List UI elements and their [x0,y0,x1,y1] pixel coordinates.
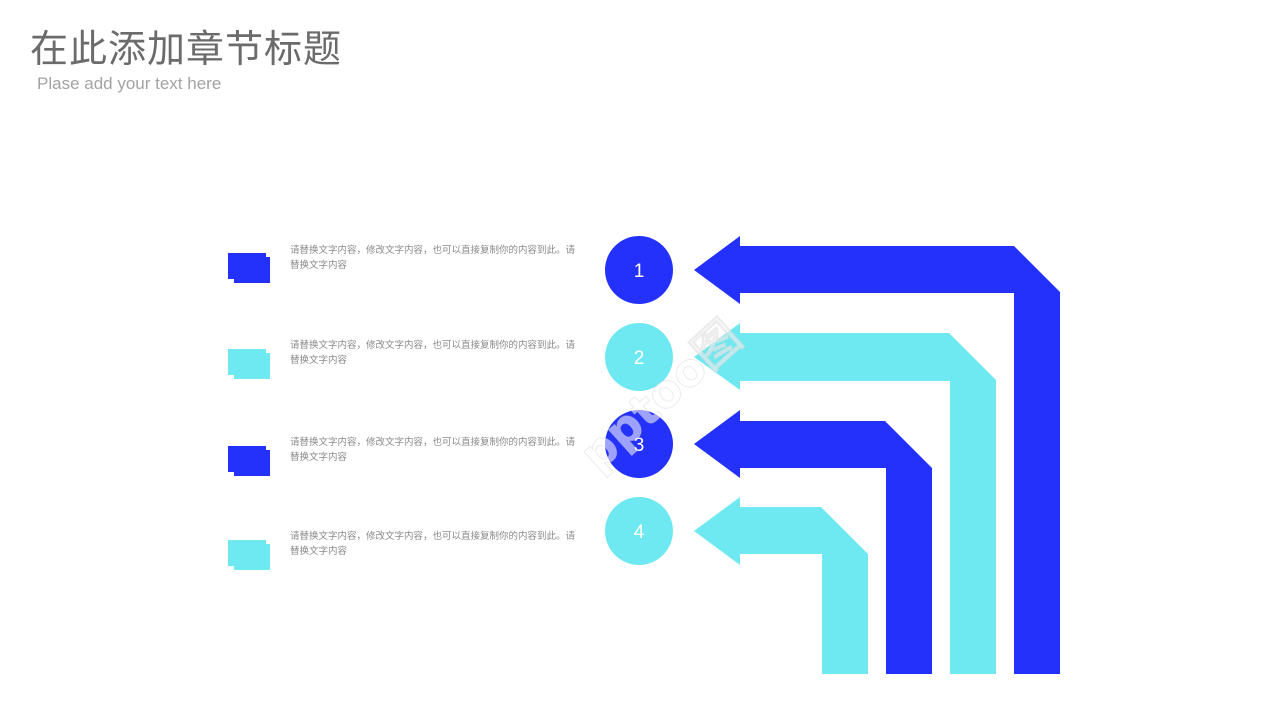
arrow-2 [694,323,996,674]
step-number: 1 [634,261,645,282]
marker-rect [234,257,270,283]
step-circle [605,497,673,565]
marker-1 [228,253,270,283]
step-3: 3 [605,410,673,478]
marker-rect [234,544,270,570]
marker-3 [228,446,270,476]
step-2: 2 [605,323,673,391]
arrow-3 [694,410,932,674]
item-text-3: 请替换文字内容，修改文字内容，也可以直接复制你的内容到此。请替换文字内容 [290,437,576,463]
step-number: 4 [634,522,645,543]
marker-rect [234,450,270,476]
page-subtitle: Plase add your text here [37,74,222,93]
step-circle [605,236,673,304]
item-text-1: 请替换文字内容，修改文字内容，也可以直接复制你的内容到此。请替换文字内容 [290,245,576,271]
step-circle [605,323,673,391]
step-number: 2 [634,348,645,369]
step-4: 4 [605,497,673,565]
item-text-2: 请替换文字内容，修改文字内容，也可以直接复制你的内容到此。请替换文字内容 [290,340,576,366]
page-title: 在此添加章节标题 [30,27,343,71]
marker-2 [228,349,270,379]
step-number: 3 [634,435,645,456]
arrow-1 [694,236,1060,674]
step-1: 1 [605,236,673,304]
arrow-4 [694,497,868,674]
step-circle [605,410,673,478]
item-text-4: 请替换文字内容，修改文字内容，也可以直接复制你的内容到此。请替换文字内容 [290,531,576,557]
marker-rect [234,353,270,379]
marker-4 [228,540,270,570]
